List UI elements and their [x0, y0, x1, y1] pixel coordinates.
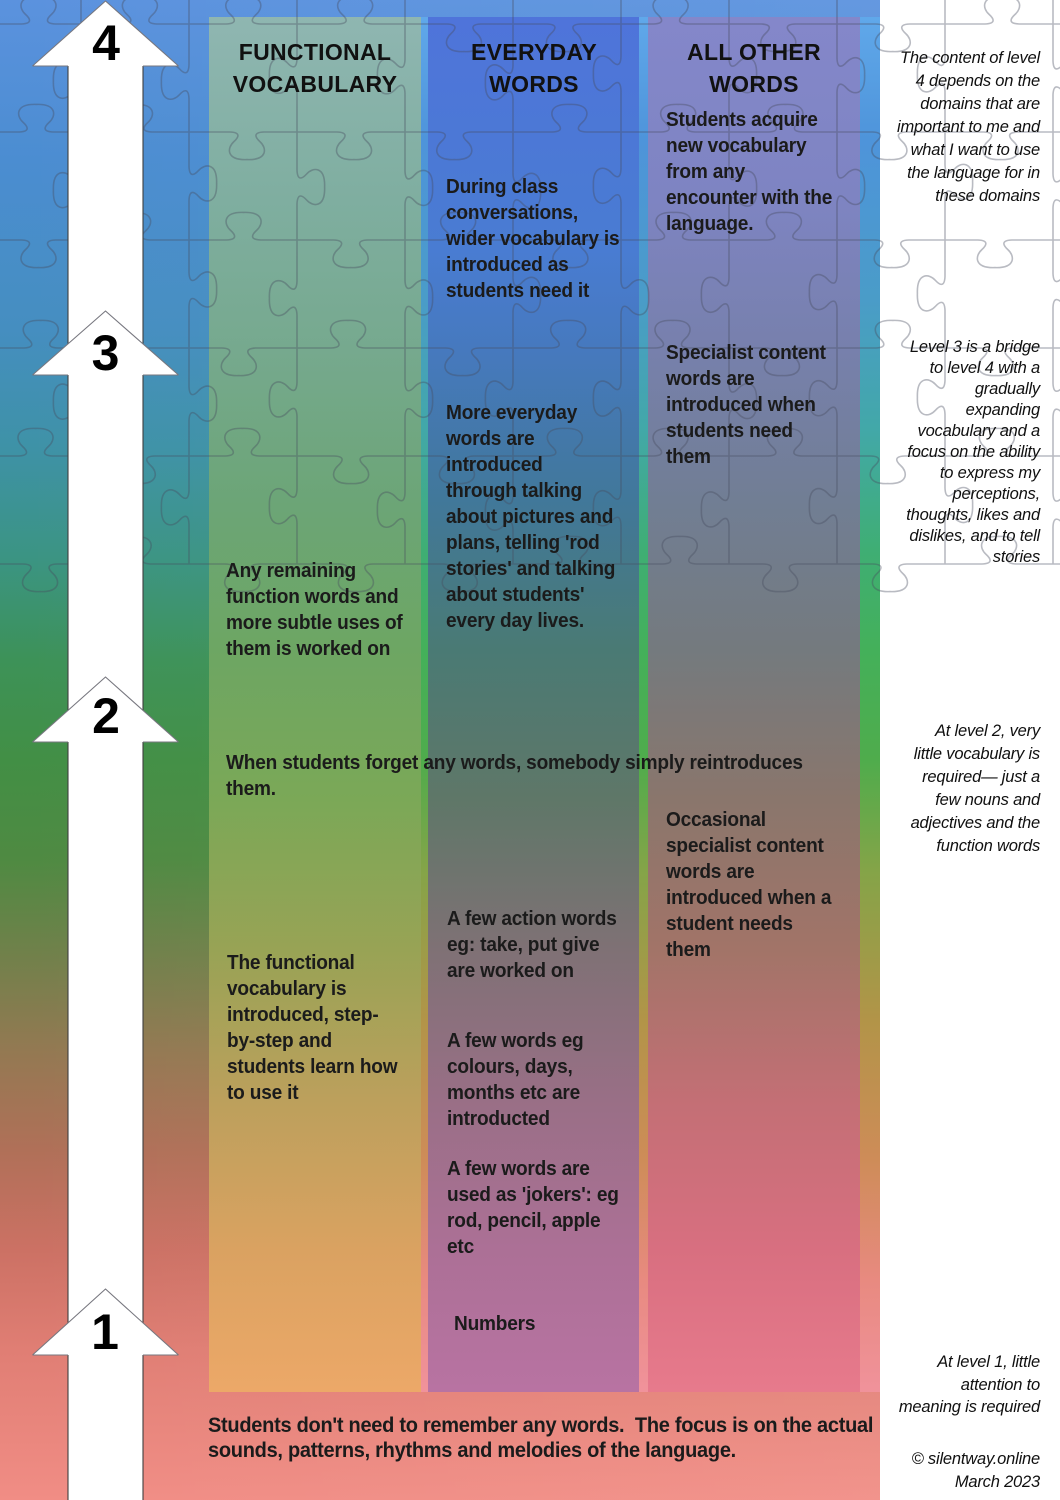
right-note-level3: Level 3 is a bridge to level 4 with a gr… — [906, 338, 1040, 566]
column2-block-colour-words: A few words eg colours, days, months etc… — [447, 1029, 584, 1130]
column2-block-numbers: Numbers — [454, 1312, 536, 1335]
column-all-other-words-panel — [648, 17, 860, 1392]
right-note-level2: At level 2, very little vocabulary is re… — [910, 722, 1041, 855]
right-note-level1: At level 1, little attention to meaning … — [898, 1353, 1040, 1416]
column2-block-action-words: A few action words eg: take, put give ar… — [447, 907, 617, 982]
column-everyday-words-panel — [428, 17, 639, 1392]
right-note-level4: The content of level 4 depends on the do… — [897, 49, 1040, 205]
column3-block-level4: Students acquire new vocabulary from any… — [666, 108, 833, 235]
column2-block-joker-words: A few words are used as 'jokers': eg rod… — [447, 1157, 619, 1258]
copyright-note: © silentway.online March 2023 — [911, 1450, 1041, 1491]
column2-block-level4: During class conversations, wider vocabu… — [446, 175, 620, 302]
column-functional-vocabulary-panel — [209, 17, 421, 1392]
column1-block-level1: The functional vocabulary is introduced,… — [227, 951, 398, 1104]
level-number-3: 3 — [91, 324, 120, 381]
column3-header: ALL OTHER WORDS — [687, 39, 821, 97]
level2-spanning-note: When students forget any words, somebody… — [226, 751, 803, 800]
level1-bottom-note: Students don't need to remember any word… — [208, 1413, 874, 1462]
level-number-4: 4 — [92, 15, 120, 71]
column2-header: EVERYDAY WORDS — [471, 39, 597, 97]
column1-block-level3: Any remaining function words and more su… — [226, 559, 403, 660]
column2-block-level3: More everyday words are introduced throu… — [446, 401, 616, 632]
column3-block-level2: Occasional specialist content words are … — [666, 808, 832, 961]
level-number-1: 1 — [91, 1304, 119, 1360]
column3-block-level3: Specialist content words are introduced … — [666, 341, 826, 468]
column1-header: FUNCTIONAL VOCABULARY — [232, 39, 398, 97]
level-number-2: 2 — [92, 688, 120, 744]
